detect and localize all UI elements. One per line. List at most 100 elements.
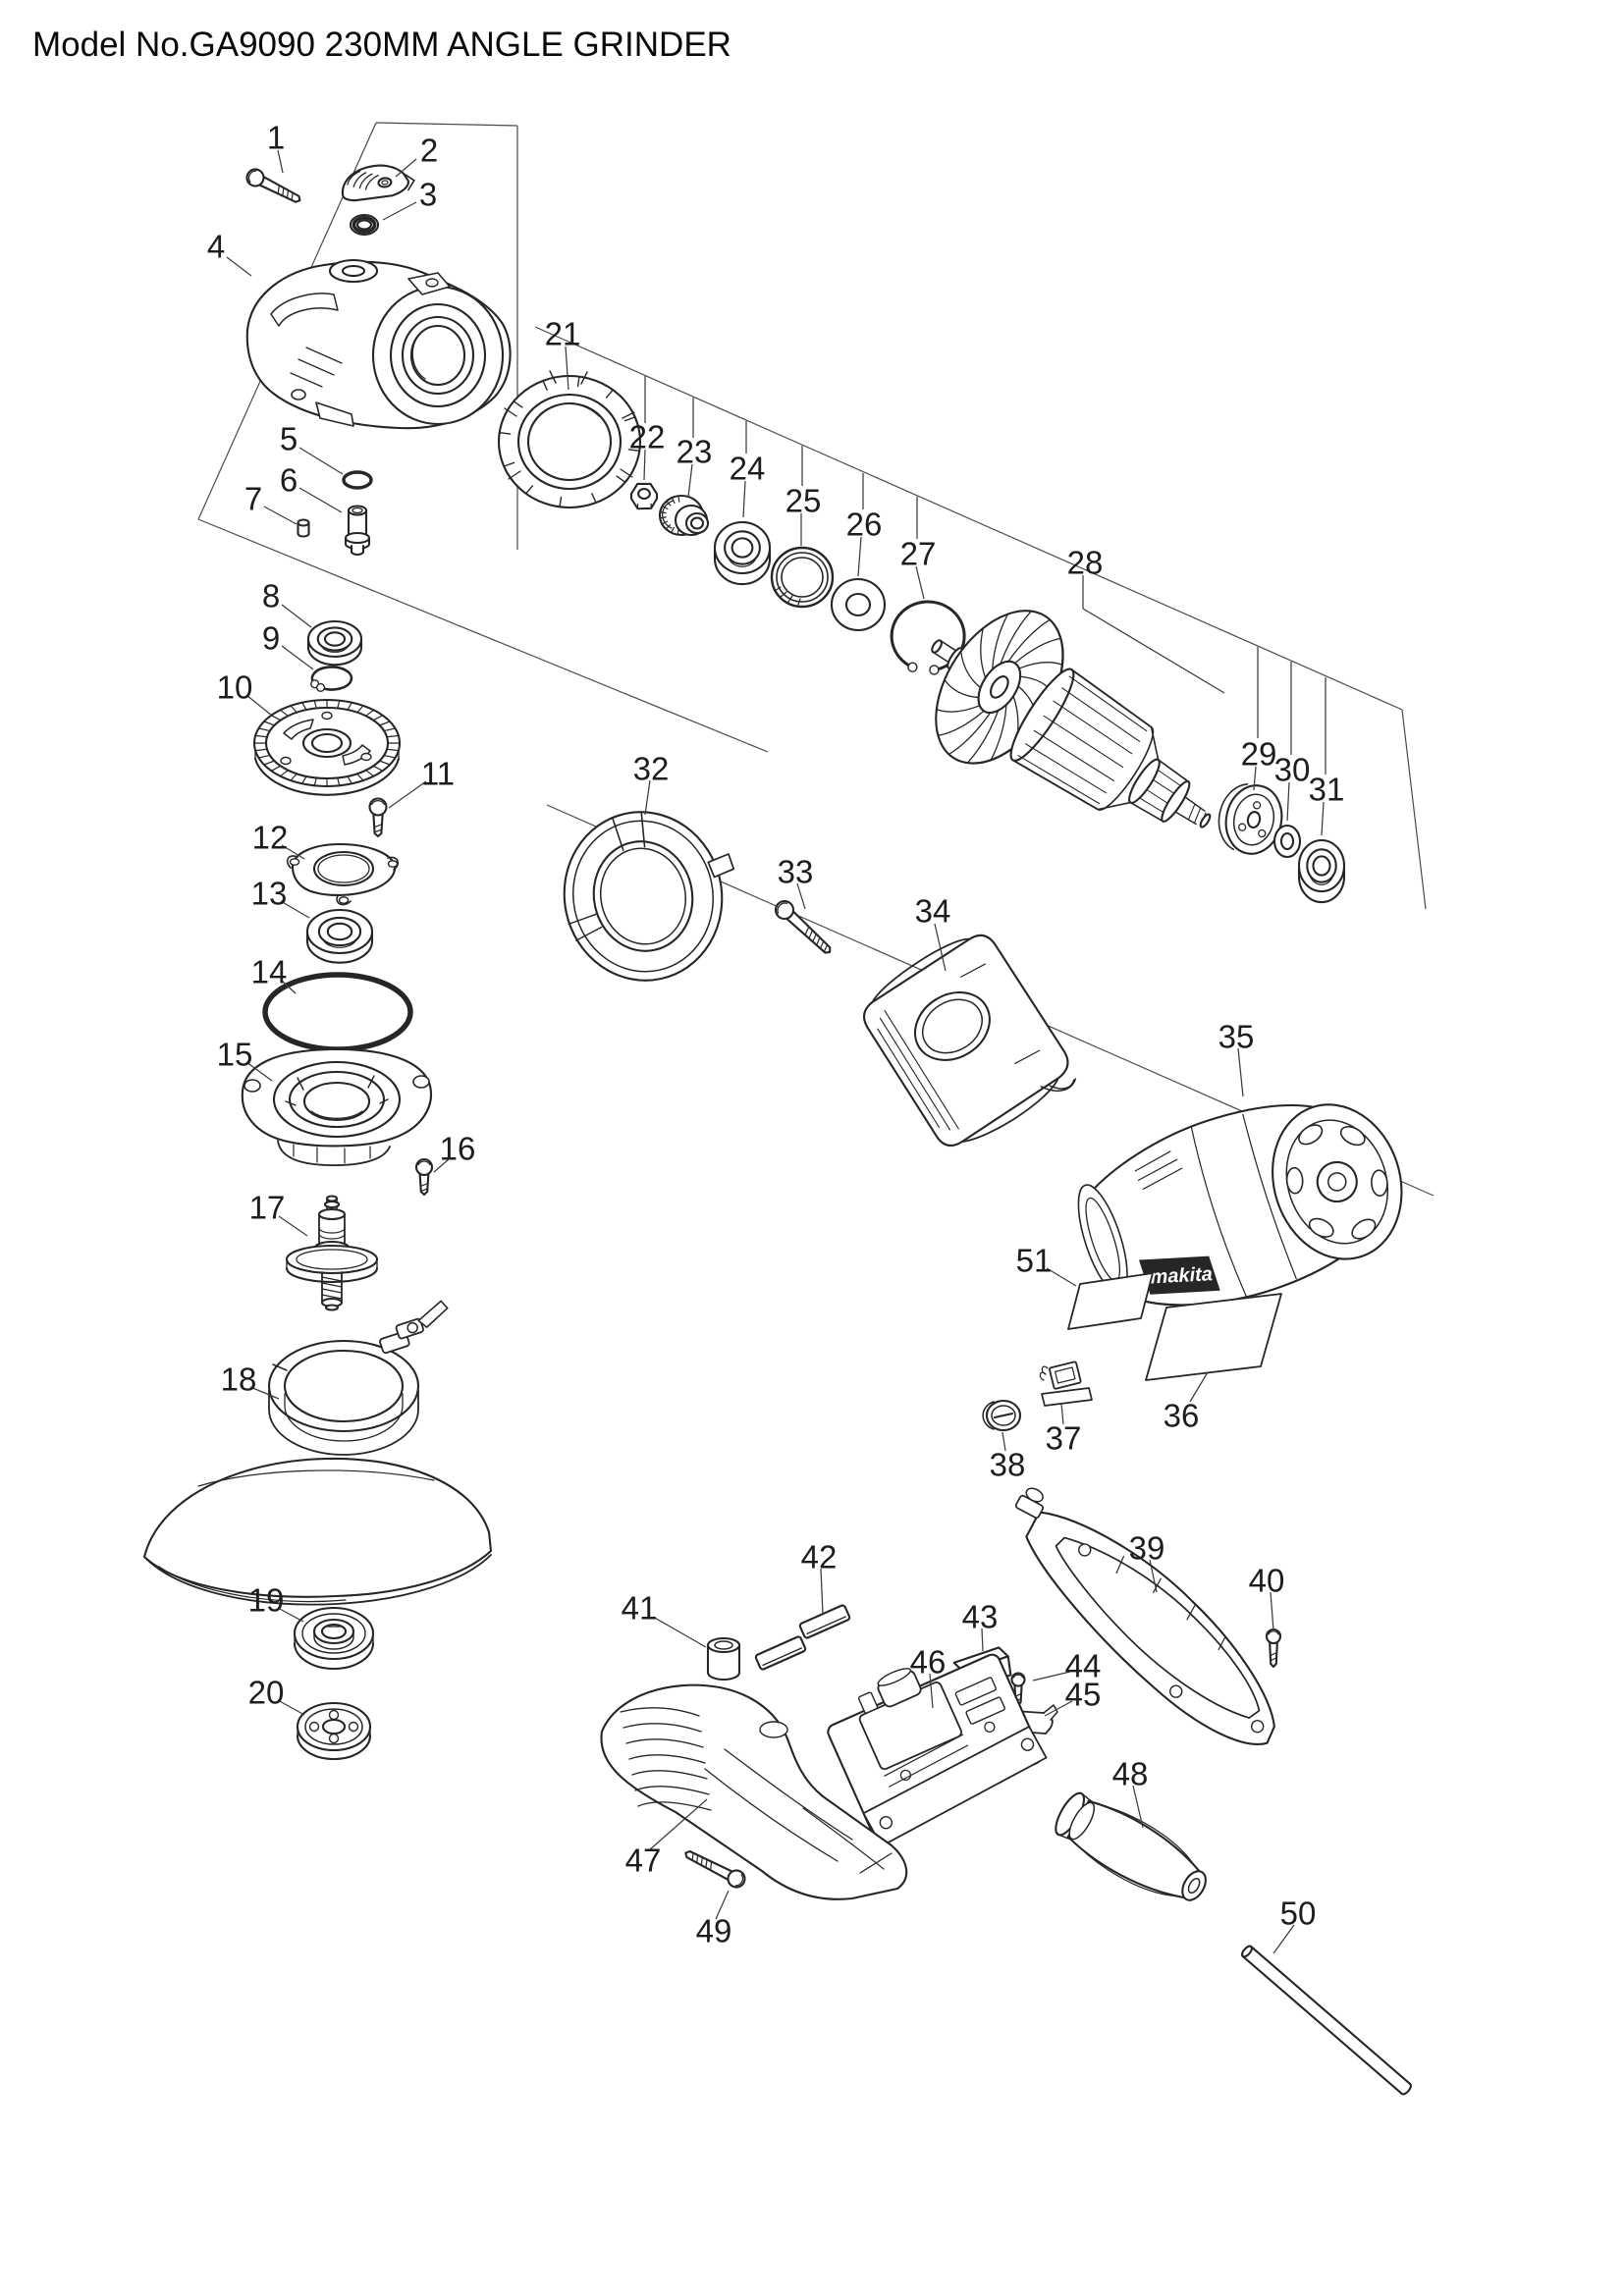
part-number-44: 44 (1065, 1648, 1102, 1684)
part-17-spindle (285, 1195, 379, 1311)
part-13-ball-bearing (305, 908, 374, 964)
leader-line-44 (1032, 1671, 1071, 1682)
part-25-labyrinth-ring (770, 546, 835, 609)
part-12-bearing-retainer-plate (286, 842, 400, 906)
leader-line-30 (1286, 781, 1290, 822)
leader-line-42 (820, 1568, 824, 1615)
part-number-17: 17 (249, 1190, 286, 1226)
part-42-terminal-pieces (754, 1604, 851, 1671)
part-number-49: 49 (696, 1913, 732, 1949)
construction-line (375, 122, 518, 127)
part-number-41: 41 (622, 1590, 658, 1627)
leader-line-13 (280, 900, 310, 919)
part-number-28: 28 (1067, 545, 1104, 581)
leader-line-8 (281, 604, 312, 628)
part-35-motor-housing: makita (1077, 1103, 1403, 1307)
part-number-42: 42 (801, 1539, 838, 1575)
part-number-30: 30 (1274, 752, 1311, 788)
leader-line-9 (281, 645, 314, 670)
part-number-9: 9 (262, 620, 280, 657)
part-8-ball-bearing (306, 619, 363, 667)
part-11-tapping-screw (368, 797, 388, 838)
part-9-retaining-ring (310, 666, 353, 693)
leader-line-17 (278, 1215, 308, 1237)
part-26-flat-washer (830, 577, 887, 632)
part-number-1: 1 (267, 120, 285, 156)
part-49-tapping-screw (684, 1849, 746, 1889)
leader-line-32 (644, 779, 651, 816)
construction-line (197, 518, 769, 753)
makita-logo: makita (1150, 1263, 1213, 1288)
leader-line-4 (226, 256, 252, 277)
part-number-18: 18 (221, 1362, 257, 1398)
leader-line-43 (981, 1628, 984, 1652)
part-50-shaft-rod (1241, 1945, 1412, 2096)
leader-line-18 (249, 1386, 280, 1400)
part-number-47: 47 (625, 1842, 662, 1879)
part-23-spiral-bevel-pinion (658, 494, 710, 537)
part-31-ball-bearing (1297, 838, 1346, 904)
leader-line-46 (929, 1673, 934, 1709)
part-number-23: 23 (677, 434, 713, 470)
leader-line-39 (1149, 1559, 1158, 1593)
part-number-21: 21 (545, 316, 581, 352)
part-21-bearing-retainer-ring (497, 370, 642, 509)
leader-line-37 (1060, 1403, 1064, 1425)
part-48-side-grip (1055, 1791, 1207, 1901)
part-24-ball-bearing (713, 520, 772, 586)
leader-line-1 (277, 149, 284, 174)
leader-line-23 (687, 463, 693, 498)
part-15-bearing-box (241, 1047, 433, 1166)
part-16-hex-socket-bolt (414, 1157, 434, 1197)
leader-line-7 (263, 506, 298, 525)
part-10-spiral-bevel-gear (252, 698, 402, 796)
leader-line-22 (643, 449, 646, 481)
part-number-11: 11 (421, 756, 455, 792)
part-number-35: 35 (1218, 1019, 1255, 1055)
leader-line-51 (1046, 1267, 1077, 1287)
part-number-6: 6 (280, 462, 298, 499)
leader-line-14 (280, 979, 297, 994)
part-5-o-ring (342, 470, 373, 490)
part-number-29: 29 (1241, 736, 1277, 773)
part-39-rear-handle-cover (1014, 1487, 1275, 1745)
part-46-switch-assembly (827, 1653, 1048, 1847)
part-33-long-screw (774, 899, 832, 954)
leader-line-20 (277, 1699, 305, 1716)
part-22-hex-nut (629, 482, 659, 510)
leader-line-49 (715, 1890, 730, 1920)
part-number-22: 22 (629, 419, 666, 455)
leader-line-2 (395, 158, 417, 178)
leader-line-29 (1253, 766, 1257, 791)
leader-line-12 (281, 844, 305, 860)
part-number-31: 31 (1309, 772, 1345, 808)
part-34-field-stator (863, 934, 1077, 1148)
leader-line-10 (245, 694, 273, 717)
part-6-shoulder-pin (344, 505, 371, 557)
part-number-4: 4 (207, 229, 225, 265)
part-4-gear-housing (245, 258, 512, 430)
part-20-lock-nut (296, 1701, 372, 1760)
part-number-33: 33 (778, 854, 814, 890)
leader-line-11 (388, 780, 427, 809)
part-19-inner-flange (293, 1606, 375, 1671)
leader-line-34 (934, 923, 947, 972)
part-38-brush-holder-cap (982, 1399, 1022, 1432)
part-47-handle-housing (600, 1683, 908, 1900)
part-number-43: 43 (962, 1599, 999, 1635)
leader-line-31 (1321, 801, 1325, 836)
leader-line-45 (1044, 1700, 1073, 1717)
part-number-10: 10 (217, 669, 253, 706)
part-40-tapping-screw (1265, 1628, 1282, 1669)
part-number-13: 13 (251, 876, 288, 912)
part-7-plug (297, 518, 310, 538)
part-number-15: 15 (217, 1037, 253, 1073)
part-number-26: 26 (846, 507, 883, 543)
leader-line-5 (298, 447, 344, 475)
part-number-19: 19 (248, 1582, 285, 1619)
part-number-32: 32 (633, 751, 670, 787)
part-41-sleeve (706, 1636, 741, 1682)
leader-line-47 (648, 1798, 708, 1851)
leader-line-40 (1270, 1591, 1274, 1631)
